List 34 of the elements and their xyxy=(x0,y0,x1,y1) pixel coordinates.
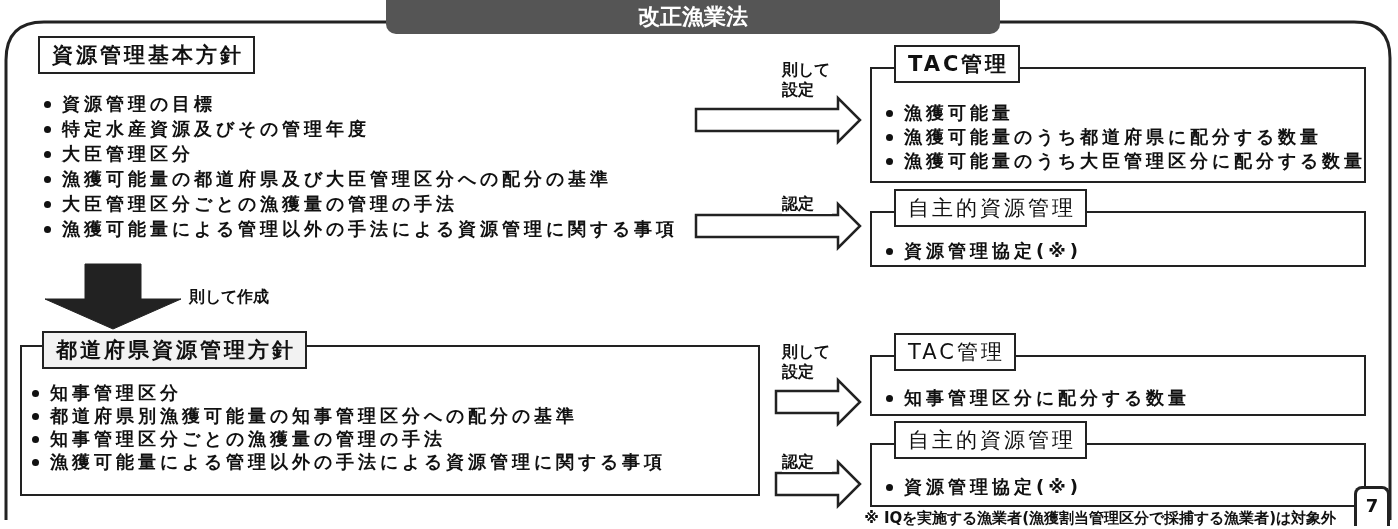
bullet-item: 大臣管理区分ごとの漁獲量の管理の手法 xyxy=(40,192,458,216)
panel-heading: 都道府県資源管理方針 xyxy=(42,331,307,369)
bullet-item: 知事管理区分ごとの漁獲量の管理の手法 xyxy=(28,427,446,451)
bullet-item: 都道府県別漁獲可能量の知事管理区分への配分の基準 xyxy=(28,404,578,428)
edge-label: 則して設定 xyxy=(782,60,832,100)
bullet-item: 資源管理協定(※) xyxy=(882,239,1082,263)
edge-label: 認定 xyxy=(782,194,832,214)
panel-heading: 資源管理基本方針 xyxy=(38,36,255,74)
bullet-item: 特定水産資源及びその管理年度 xyxy=(40,117,370,141)
page-number: 7 xyxy=(1354,486,1390,526)
bullet-item: 資源管理の目標 xyxy=(40,92,216,116)
title-banner: 改正漁業法 xyxy=(386,0,1000,34)
bullet-item: 知事管理区分に配分する数量 xyxy=(882,386,1190,410)
bullet-item: 漁獲可能量の都道府県及び大臣管理区分への配分の基準 xyxy=(40,167,612,191)
block-arrow xyxy=(44,263,182,330)
edge-label: 則して作成 xyxy=(189,287,269,307)
panel-heading: 自主的資源管理 xyxy=(894,421,1087,459)
block-arrow xyxy=(774,459,862,509)
bullet-item: 漁獲可能量による管理以外の手法による資源管理に関する事項 xyxy=(40,217,678,241)
panel-heading: TAC管理 xyxy=(894,45,1021,83)
edge-label: 認定 xyxy=(782,452,832,472)
bullet-item: 漁獲可能量 xyxy=(882,101,1014,125)
block-arrow xyxy=(694,95,862,145)
bullet-item: 漁獲可能量による管理以外の手法による資源管理に関する事項 xyxy=(28,450,666,474)
block-arrow xyxy=(694,201,862,251)
panel-heading: TAC管理 xyxy=(894,333,1016,371)
block-arrow xyxy=(774,377,862,427)
bullet-item: 漁獲可能量のうち都道府県に配分する数量 xyxy=(882,125,1322,149)
bullet-item: 資源管理協定(※) xyxy=(882,475,1082,499)
bullet-item: 漁獲可能量のうち大臣管理区分に配分する数量 xyxy=(882,149,1366,173)
edge-label: 則して設定 xyxy=(782,342,832,382)
panel-heading: 自主的資源管理 xyxy=(894,189,1087,227)
bullet-item: 知事管理区分 xyxy=(28,381,182,405)
bullet-item: 大臣管理区分 xyxy=(40,142,194,166)
